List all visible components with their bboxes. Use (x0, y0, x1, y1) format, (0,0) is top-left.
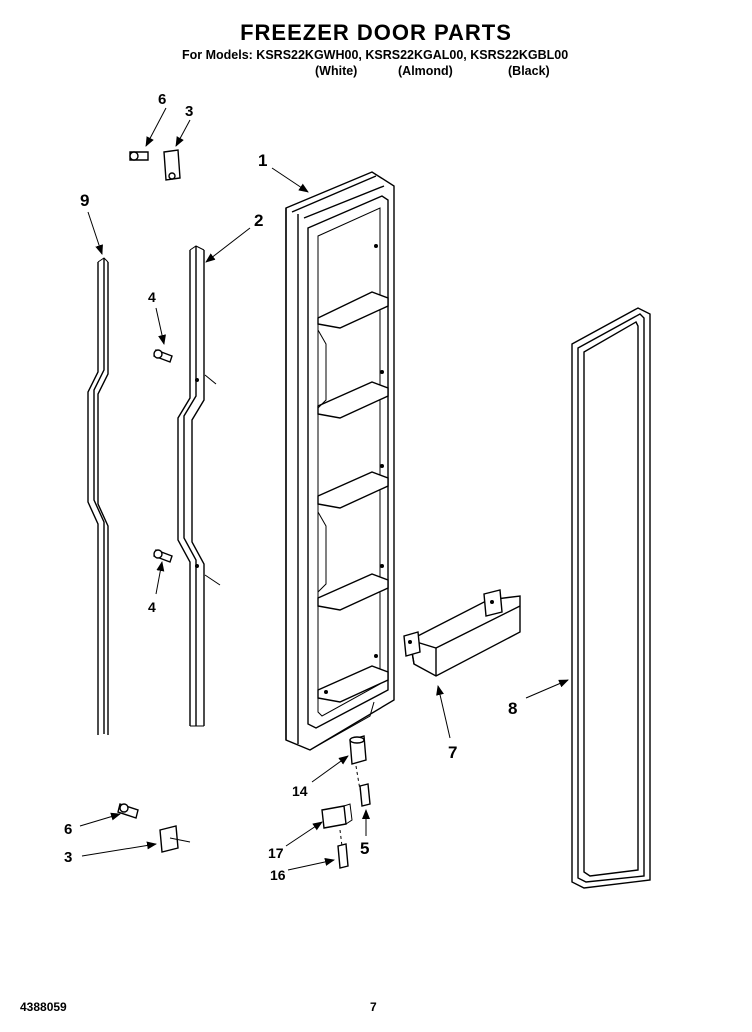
shelf-bin-part (403, 589, 521, 677)
callout-7: 7 (448, 743, 457, 762)
callout-4-upper: 4 (148, 289, 156, 305)
door-gasket-part (571, 307, 651, 889)
callout-6-top: 6 (158, 91, 166, 108)
callout-8: 8 (508, 699, 517, 718)
callout-5: 5 (360, 839, 369, 858)
callout-6-bottom: 6 (64, 821, 72, 838)
callout-2: 2 (254, 211, 263, 230)
callout-4-lower: 4 (148, 599, 156, 615)
color-almond: (Almond) (398, 64, 453, 78)
top-hinge-hardware (129, 149, 181, 181)
color-black: (Black) (508, 64, 550, 78)
callout-14: 14 (292, 783, 308, 799)
left-screws (153, 349, 173, 563)
callout-1: 1 (258, 151, 267, 170)
leader-lines (79, 107, 569, 871)
bottom-left-hinge-hardware (117, 803, 191, 853)
doc-number: 4388059 (20, 1000, 67, 1014)
page-title: FREEZER DOOR PARTS (240, 20, 512, 45)
color-white: (White) (315, 64, 358, 78)
page-number: 7 (370, 1000, 377, 1014)
bottom-hinge-assembly (321, 735, 371, 869)
callout-labels: 1 2 3 4 4 5 6 7 8 9 14 16 17 6 3 (64, 91, 517, 883)
callout-3-bottom: 3 (64, 849, 72, 866)
callout-16: 16 (270, 867, 286, 883)
models-line: For Models: KSRS22KGWH00, KSRS22KGAL00, … (182, 48, 569, 62)
door-stop-bracket-part (177, 245, 221, 727)
callout-17: 17 (268, 845, 284, 861)
freezer-door-part (285, 171, 395, 751)
callout-3-top: 3 (185, 103, 193, 120)
callout-9: 9 (80, 191, 89, 210)
door-stop-seal-part (87, 257, 109, 735)
